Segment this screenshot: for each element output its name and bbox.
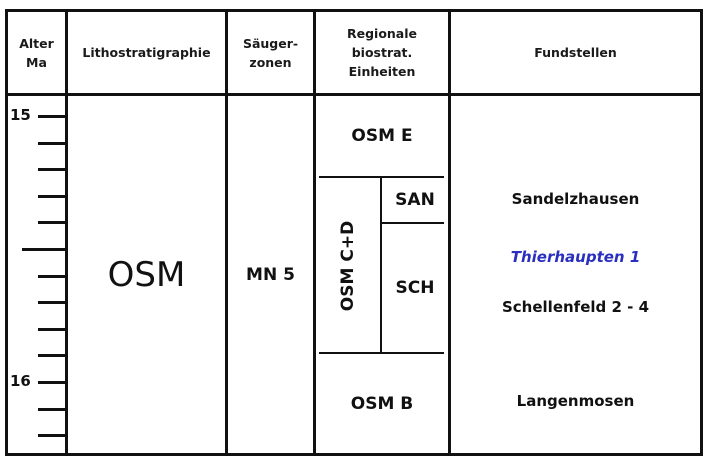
age-tick-15-6 [38,274,66,278]
age-tick-15 [38,115,66,118]
table-top-border [5,9,703,12]
column-divider-age [65,9,68,456]
header-lithostratigraphy: Lithostratigraphie [82,45,211,60]
age-tick-15-2 [38,168,66,172]
age-tick-15-7 [38,301,66,305]
regional-unit-osm-cd: OSM C+D [316,178,380,353]
age-tick-15-3 [38,194,66,198]
san-sch-divider [381,222,444,224]
regional-unit-san: SAN [395,190,435,210]
age-tick-16-2 [38,434,66,438]
column-divider-mammal [313,9,316,456]
age-tick-15-9 [38,354,66,358]
site-sandelzhausen: Sandelzhausen [511,190,640,208]
column-divider-regional [448,9,451,456]
site-langenmosen: Langenmosen [516,392,635,410]
table-right-border [700,9,703,456]
lithostratigraphy-unit: OSM [107,254,186,295]
regional-unit-sch: SCH [395,278,435,298]
osm-cd-divider [380,176,382,353]
column-divider-litho [225,9,228,456]
regional-unit-osm-e: OSM E [351,126,413,146]
site-schellenfeld: Schellenfeld 2 - 4 [501,298,650,316]
header-mammal-zones: Säuger- zonen [242,35,299,70]
age-label-15: 15 [10,106,31,124]
age-tick-16 [38,381,66,384]
regional-unit-osm-cd-label: OSM C+D [338,220,358,311]
age-tick-16-1 [38,407,66,411]
header-sites: Fundstellen [534,45,617,60]
age-tick-15-5 [22,248,66,251]
age-tick-15-4 [38,221,66,225]
age-tick-15-8 [38,327,66,331]
age-label-16: 16 [10,372,31,390]
osm-b-divider [319,352,444,354]
header-regional-units: Regionale biostrat. Einheiten [346,26,418,79]
regional-unit-osm-b: OSM B [350,393,414,414]
site-thierhaupten-1: Thierhaupten 1 [510,248,641,266]
age-tick-15-1 [38,141,66,145]
header-bottom-border [5,93,703,96]
table-bottom-border [5,453,703,456]
table-left-border [5,9,8,456]
mammal-zone: MN 5 [246,264,295,285]
header-age: Alter Ma [19,35,54,70]
